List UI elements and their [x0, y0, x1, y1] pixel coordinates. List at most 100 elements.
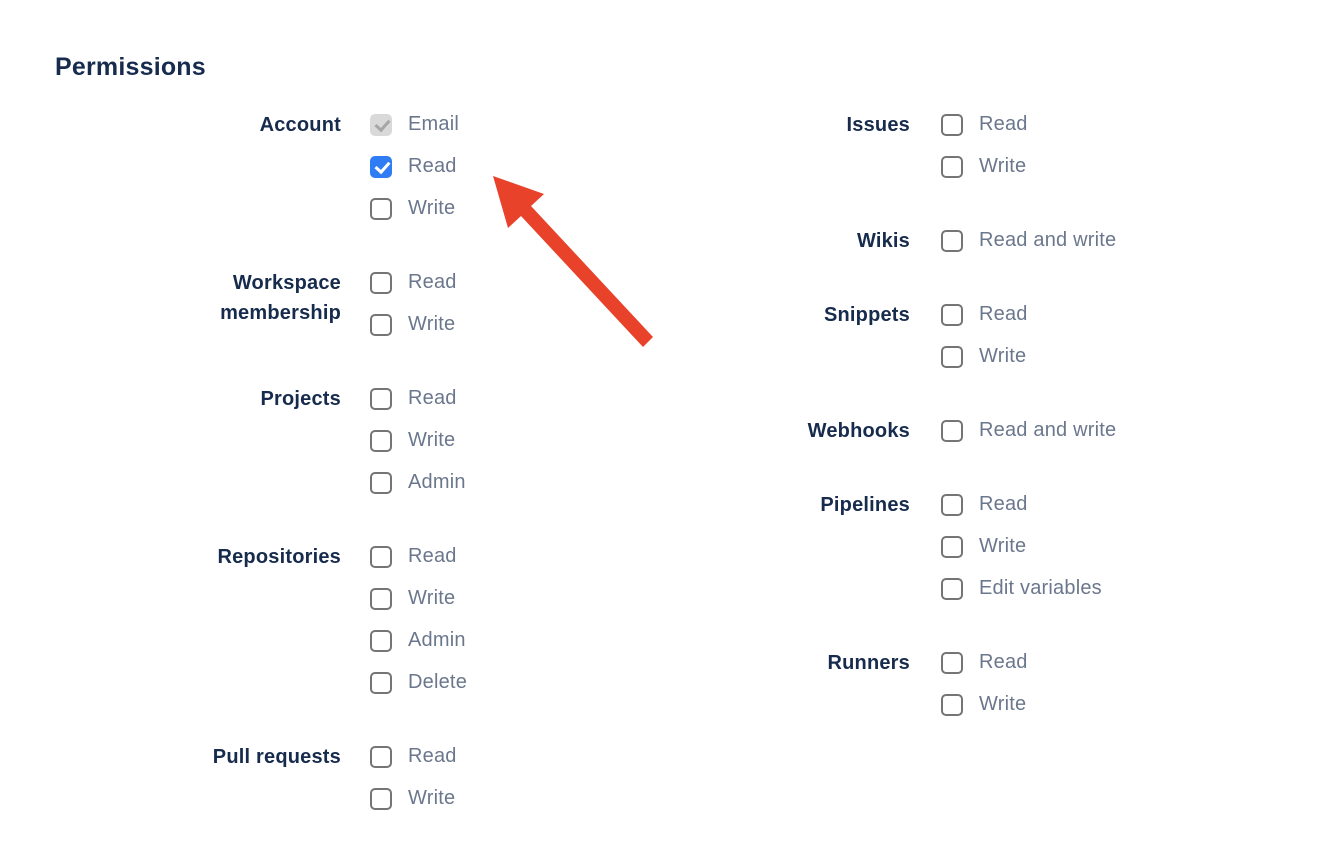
pull-requests-write-option[interactable]: Write [370, 784, 457, 813]
projects-admin-option[interactable]: Admin [370, 468, 466, 497]
runners-read-checkbox[interactable] [941, 651, 963, 674]
account-email-label: Email [408, 113, 460, 135]
repositories-write-option[interactable]: Write [370, 584, 467, 613]
account-read-label: Read [408, 155, 457, 177]
pipelines-edit-variables-option[interactable]: Edit variables [941, 574, 1102, 603]
repositories-write-checkbox[interactable] [370, 587, 392, 610]
pipelines-write-label: Write [979, 535, 1027, 557]
webhooks-read-and-write-checkbox[interactable] [941, 419, 963, 442]
issues-group-label: Issues [846, 114, 910, 136]
repositories-admin-label: Admin [408, 629, 466, 651]
pull-requests-write-checkbox[interactable] [370, 787, 392, 810]
snippets-write-label: Write [979, 345, 1027, 367]
runners-read-option[interactable]: Read [941, 648, 1028, 677]
snippets-write-option[interactable]: Write [941, 342, 1028, 371]
pull-requests-read-checkbox[interactable] [370, 745, 392, 768]
projects-read-option[interactable]: Read [370, 384, 466, 413]
pipelines-edit-variables-label: Edit variables [979, 577, 1102, 599]
pull-requests-write-label: Write [408, 787, 456, 809]
webhooks-read-and-write-option[interactable]: Read and write [941, 416, 1116, 445]
webhooks-options: Read and write [941, 416, 1116, 458]
projects-write-checkbox[interactable] [370, 429, 392, 452]
wikis-read-and-write-option[interactable]: Read and write [941, 226, 1116, 255]
runners-read-label: Read [979, 651, 1028, 673]
issues-read-option[interactable]: Read [941, 110, 1028, 139]
issues-write-option[interactable]: Write [941, 152, 1028, 181]
issues-read-checkbox[interactable] [941, 113, 963, 136]
pipelines-read-label: Read [979, 493, 1028, 515]
repositories-read-checkbox[interactable] [370, 545, 392, 568]
issues-write-label: Write [979, 155, 1027, 177]
runners-write-option[interactable]: Write [941, 690, 1028, 719]
workspace-membership-write-label: Write [408, 313, 456, 335]
runners-write-checkbox[interactable] [941, 693, 963, 716]
pipelines-read-checkbox[interactable] [941, 493, 963, 516]
snippets-read-label: Read [979, 303, 1028, 325]
permission-group-webhooks: Webhooks Read and write [660, 416, 1116, 458]
wikis-read-and-write-checkbox[interactable] [941, 229, 963, 252]
runners-group-label: Runners [827, 652, 910, 674]
pipelines-group-label: Pipelines [820, 494, 910, 516]
repositories-write-label: Write [408, 587, 456, 609]
workspace-membership-read-label: Read [408, 271, 457, 293]
projects-admin-checkbox[interactable] [370, 471, 392, 494]
snippets-write-checkbox[interactable] [941, 345, 963, 368]
workspace-membership-write-option[interactable]: Write [370, 310, 457, 339]
wikis-options: Read and write [941, 226, 1116, 268]
workspace-membership-write-checkbox[interactable] [370, 313, 392, 336]
pipelines-write-option[interactable]: Write [941, 532, 1102, 561]
repositories-group-label: Repositories [217, 546, 341, 568]
pull-requests-group-label: Pull requests [212, 746, 341, 768]
account-email-option[interactable]: Email [370, 110, 459, 139]
projects-group-label: Projects [260, 388, 341, 410]
webhooks-read-and-write-label: Read and write [979, 419, 1117, 441]
pull-requests-read-label: Read [408, 745, 457, 767]
projects-read-checkbox[interactable] [370, 387, 392, 410]
snippets-read-option[interactable]: Read [941, 300, 1028, 329]
account-email-checkbox [370, 113, 392, 136]
account-write-checkbox[interactable] [370, 197, 392, 220]
account-write-option[interactable]: Write [370, 194, 459, 223]
account-read-checkbox[interactable] [370, 155, 392, 178]
pipelines-read-option[interactable]: Read [941, 490, 1102, 519]
repositories-admin-option[interactable]: Admin [370, 626, 467, 655]
pull-requests-read-option[interactable]: Read [370, 742, 457, 771]
projects-write-label: Write [408, 429, 456, 451]
workspace-membership-read-option[interactable]: Read [370, 268, 457, 297]
repositories-delete-option[interactable]: Delete [370, 668, 467, 697]
projects-read-label: Read [408, 387, 457, 409]
pipelines-write-checkbox[interactable] [941, 535, 963, 558]
repositories-delete-checkbox[interactable] [370, 671, 392, 694]
account-group-label: Account [259, 114, 341, 136]
account-read-option[interactable]: Read [370, 152, 459, 181]
repositories-admin-checkbox[interactable] [370, 629, 392, 652]
snippets-read-checkbox[interactable] [941, 303, 963, 326]
projects-write-option[interactable]: Write [370, 426, 466, 455]
snippets-group-label: Snippets [823, 304, 910, 326]
wikis-read-and-write-label: Read and write [979, 229, 1117, 251]
pipelines-edit-variables-checkbox[interactable] [941, 577, 963, 600]
runners-write-label: Write [979, 693, 1027, 715]
projects-admin-label: Admin [408, 471, 466, 493]
repositories-delete-label: Delete [408, 671, 468, 693]
webhooks-group-label: Webhooks [807, 420, 910, 442]
repositories-read-option[interactable]: Read [370, 542, 467, 571]
issues-write-checkbox[interactable] [941, 155, 963, 178]
workspace-membership-read-checkbox[interactable] [370, 271, 392, 294]
